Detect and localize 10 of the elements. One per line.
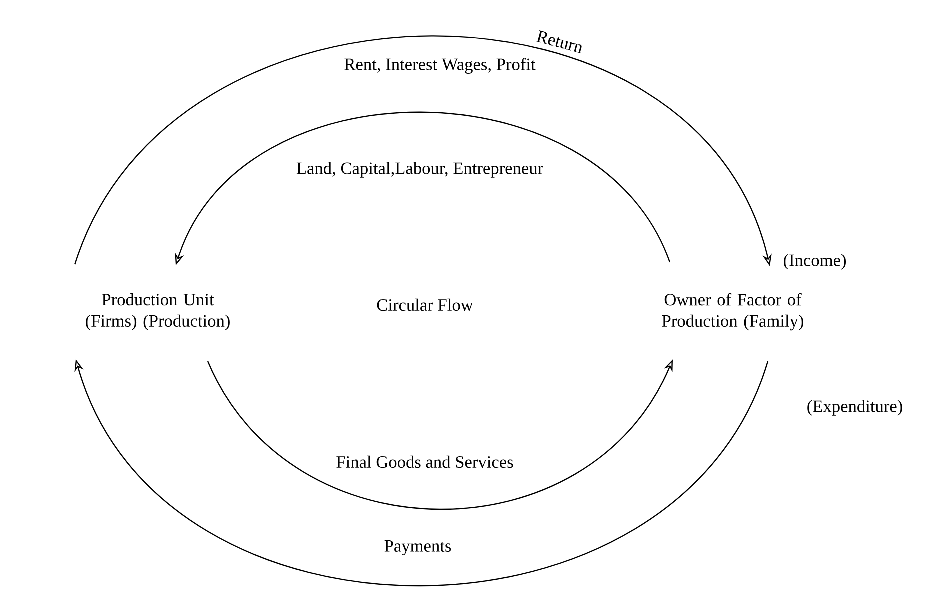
node-text: Production Unit (Firms) (Production) xyxy=(86,293,230,331)
node-text: Owner of Factor of Production (Family) xyxy=(662,293,804,331)
edge-label: Land, Capital,Labour, Entrepreneur xyxy=(295,160,545,180)
edge-label: Payments xyxy=(382,539,454,557)
label: (Income) xyxy=(784,254,846,270)
edge-label: Final Goods and Services xyxy=(334,454,516,470)
edge-label: Rent, Interest Wages, Profit xyxy=(342,56,538,76)
label: Return xyxy=(536,30,582,54)
label: Circular Flow xyxy=(377,298,474,312)
label: (Expenditure) xyxy=(808,400,902,416)
